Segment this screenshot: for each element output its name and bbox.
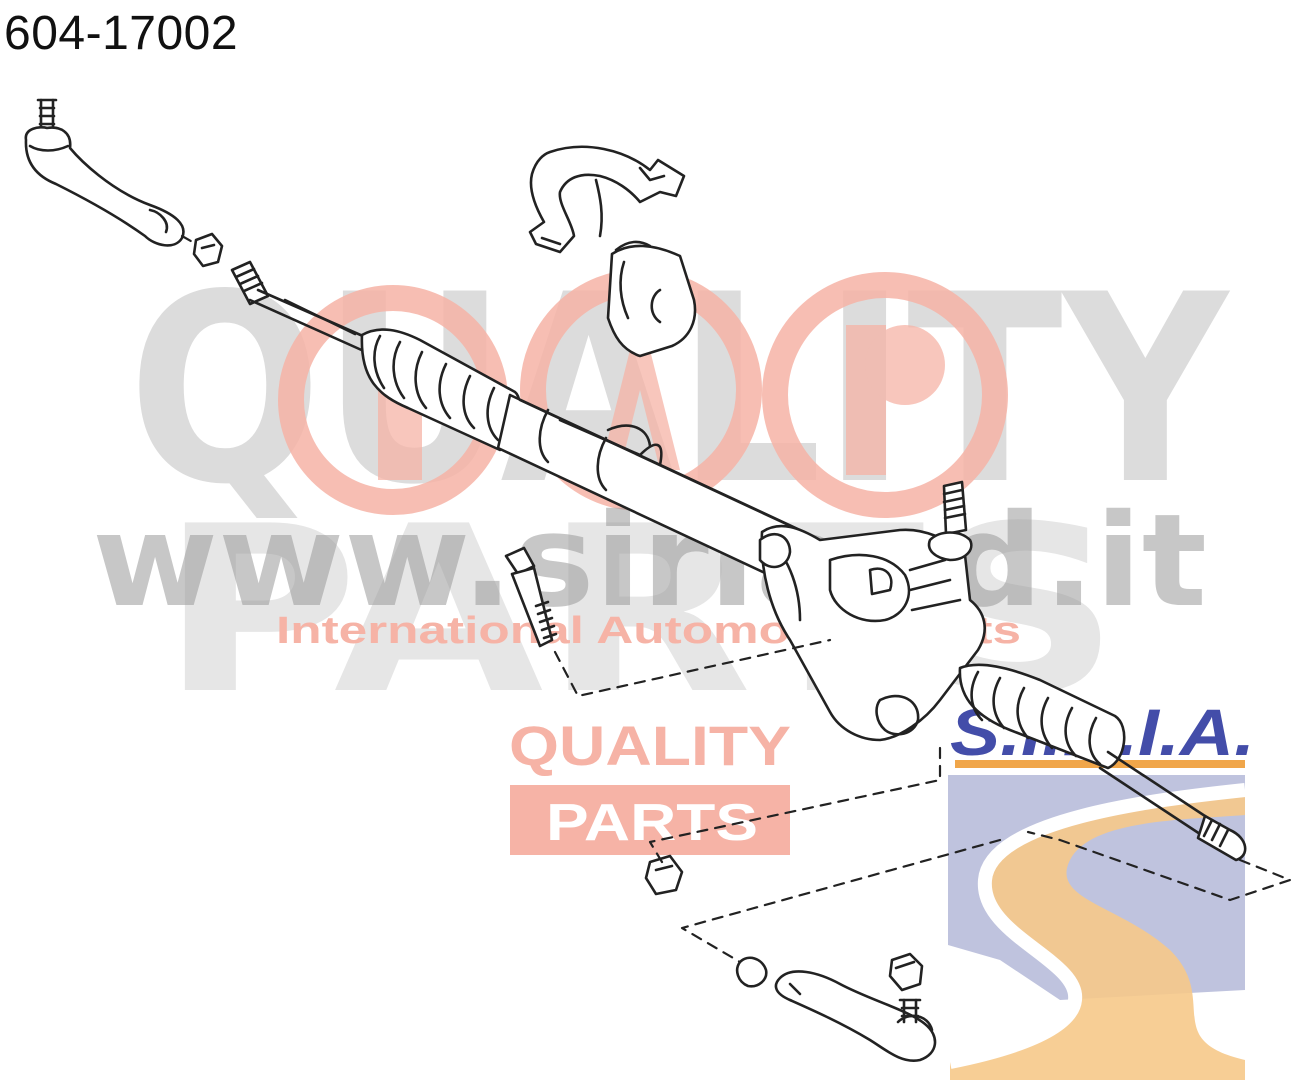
right-inner-tie-rod-icon <box>1098 750 1247 862</box>
mount-bolt-icon <box>504 546 558 648</box>
grease-boot-icon <box>735 956 768 988</box>
watermark-layer: QUALITY PARTS www.siriapd.it Internation… <box>92 240 1255 1080</box>
jam-nut-icon <box>644 854 684 896</box>
right-tie-rod-end-icon <box>774 970 937 1062</box>
left-inner-tie-rod-icon <box>230 260 374 354</box>
part-number-title: 604-17002 <box>4 7 239 60</box>
mount-clamp-icon <box>528 145 686 254</box>
exploded-view-drawing <box>24 98 1292 1062</box>
watermark-badge-quality: QUALITY <box>509 714 791 777</box>
assembly-leader-lines <box>180 234 1292 964</box>
right-boot-icon <box>958 663 1126 770</box>
watermark-ring-letters <box>378 310 945 480</box>
left-tie-rod-end-icon <box>24 98 185 247</box>
mount-bushing-icon <box>606 240 697 358</box>
siria-logo-road-icon <box>950 790 1245 1080</box>
pinion-valve-icon <box>758 480 986 742</box>
left-nut-icon <box>192 232 224 268</box>
castle-nut-icon <box>888 952 924 992</box>
